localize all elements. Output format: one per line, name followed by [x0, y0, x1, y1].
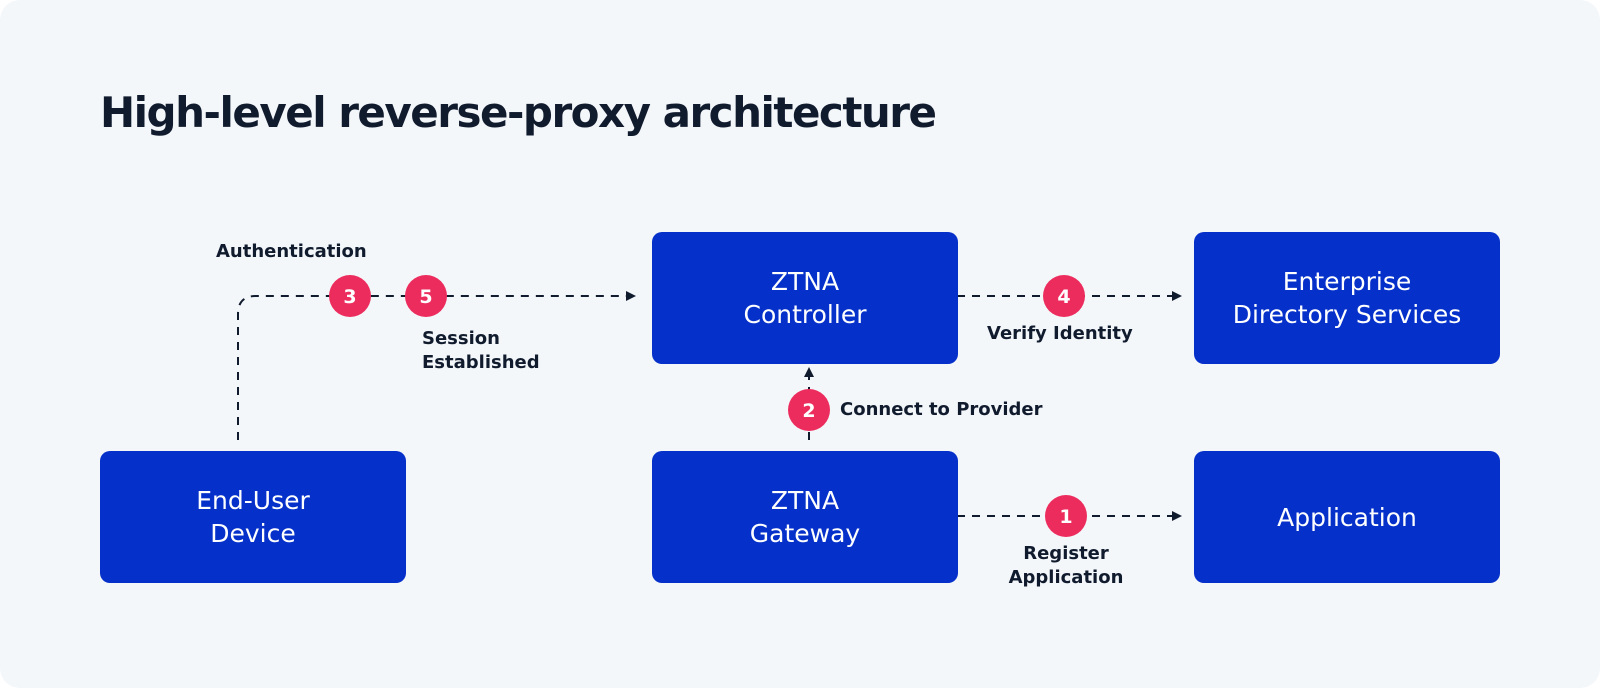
- node-enterprise-directory-services: Enterprise Directory Services: [1194, 232, 1500, 364]
- node-ztna-controller: ZTNA Controller: [652, 232, 958, 364]
- node-label-line: ZTNA: [770, 486, 840, 515]
- step-badge-1: 1: [1045, 495, 1087, 537]
- node-application: Application: [1194, 451, 1500, 583]
- step-label-verify-identity: Verify Identity: [987, 323, 1133, 344]
- node-ztna-gateway: ZTNA Gateway: [652, 451, 958, 583]
- node-label-line: Directory Services: [1232, 300, 1462, 329]
- node-label-line: Controller: [743, 300, 867, 329]
- step-label-session-established: Session Established: [422, 328, 540, 373]
- svg-text:1: 1: [1059, 506, 1072, 528]
- step-badge-2: 2: [788, 389, 830, 431]
- node-label-line: Device: [210, 519, 296, 548]
- node-label-line: ZTNA: [770, 267, 840, 296]
- svg-text:2: 2: [802, 400, 815, 422]
- step-badge-3: 3: [329, 275, 371, 317]
- svg-text:4: 4: [1057, 286, 1070, 308]
- step-label-authentication: Authentication: [216, 241, 367, 262]
- diagram-title: High-level reverse-proxy architecture: [100, 88, 937, 137]
- step-badge-4: 4: [1043, 275, 1085, 317]
- node-label-line: Enterprise: [1282, 267, 1412, 296]
- node-label-line: End-User: [196, 486, 310, 515]
- node-label-line: Gateway: [749, 519, 861, 548]
- step-badge-5: 5: [405, 275, 447, 317]
- connector-device-to-controller: [237, 291, 636, 440]
- svg-text:5: 5: [419, 286, 432, 308]
- node-label-line: Application: [1277, 502, 1417, 532]
- svg-text:3: 3: [343, 286, 356, 308]
- step-label-connect-to-provider: Connect to Provider: [840, 399, 1043, 420]
- step-label-register-application: Register Application: [1008, 543, 1124, 588]
- node-end-user-device: End-User Device: [100, 451, 406, 583]
